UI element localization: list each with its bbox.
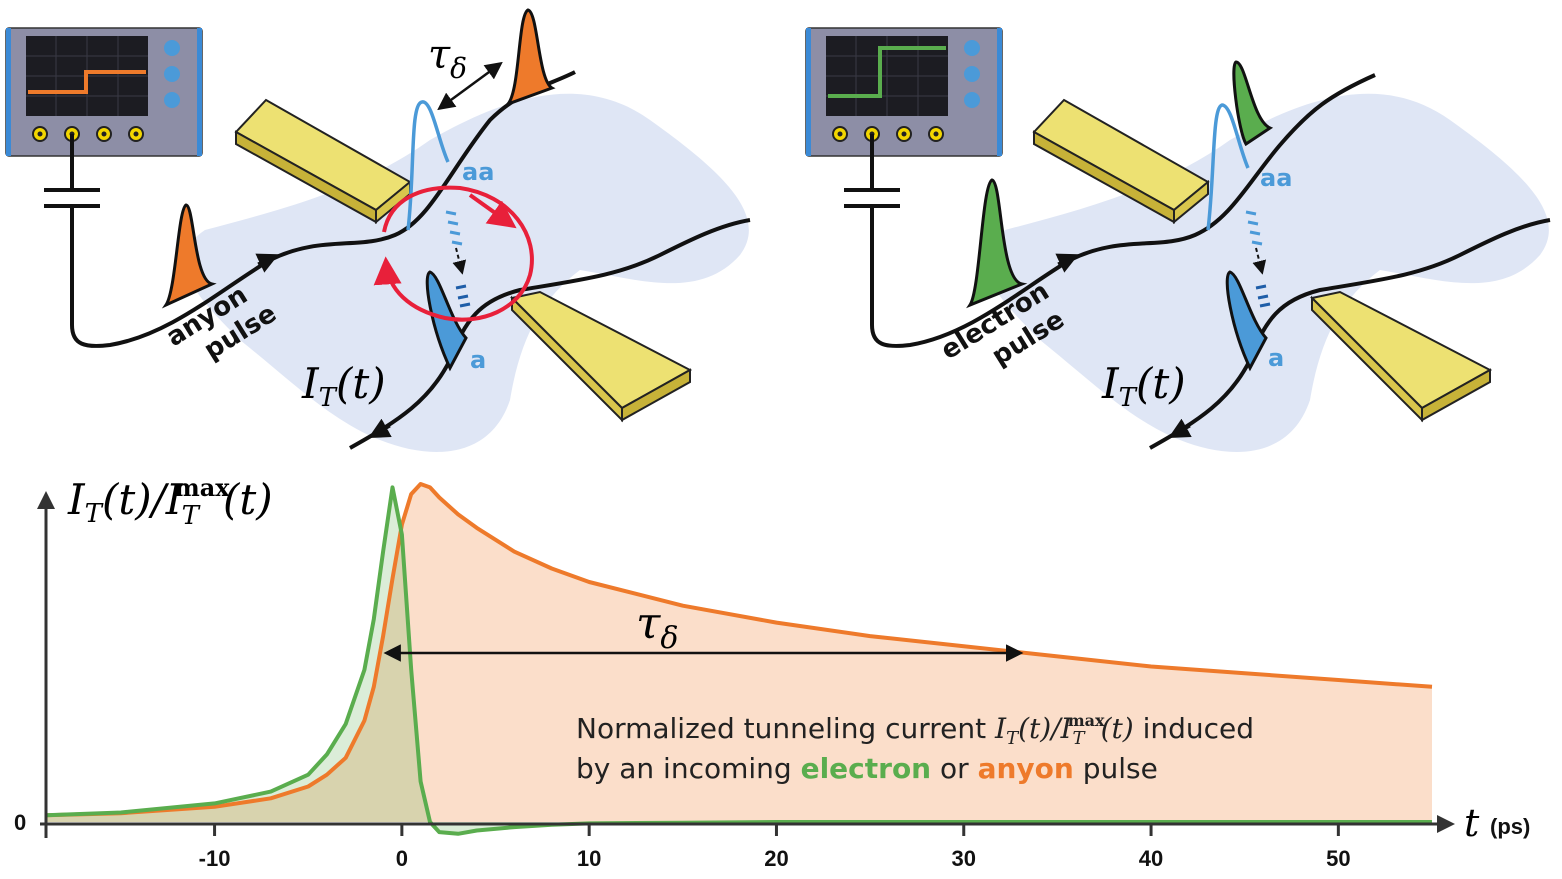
aa-label: aa [1260, 164, 1292, 192]
anyon-pulse [161, 203, 217, 309]
x-tick-label: 0 [396, 846, 408, 871]
x-tick-label: 20 [764, 846, 788, 871]
aa-label: aa [462, 158, 494, 186]
edge-channel-out [349, 218, 751, 450]
left-panel: τδ aa a anyon pulse IT(t) [5, 8, 751, 452]
transmitted-pulse [503, 8, 556, 108]
x-tick-label: 40 [1139, 846, 1163, 871]
tunneling-dashes [1245, 210, 1271, 308]
right-panel: aa a electron pulse IT(t) [805, 27, 1551, 452]
oscilloscope-icon [5, 27, 203, 157]
a-label: a [470, 346, 486, 374]
antiparticle-aa [406, 100, 450, 231]
antiparticle-a [1225, 270, 1268, 372]
edge-channel-in [70, 70, 576, 348]
caption-line-2: by an incoming electron or anyon pulse [576, 752, 1158, 785]
electron-pulse [966, 178, 1028, 309]
current-label: IT(t) [301, 359, 386, 413]
antiparticle-aa [1206, 103, 1250, 231]
x-axis-unit: (ps) [1490, 814, 1530, 839]
gate-electrode-icon [1309, 290, 1493, 423]
gate-electrode-icon [1032, 98, 1210, 225]
x-tick-label: -10 [199, 846, 231, 871]
sample-blob [185, 93, 749, 452]
edge-channel-in [870, 73, 1376, 348]
gate-electrode-icon [234, 98, 412, 225]
x-tick-label: 30 [952, 846, 976, 871]
current-label: IT(t) [1101, 359, 1186, 413]
sample-blob [985, 93, 1549, 452]
braiding-loop [373, 185, 534, 322]
x-axis-label: t [1464, 801, 1480, 845]
y-tick-label: 0 [14, 810, 26, 835]
a-label: a [1268, 344, 1284, 372]
gate-electrode-icon [509, 290, 693, 423]
transmitted-pulse [1232, 60, 1274, 147]
oscilloscope-icon [805, 27, 1003, 157]
x-tick-label: 10 [577, 846, 601, 871]
tau-label: τδ [636, 598, 678, 656]
tunneling-dashes [445, 210, 471, 308]
edge-channel-out [1149, 218, 1551, 450]
x-tick-label: 50 [1326, 846, 1350, 871]
tau-label: τδ [428, 32, 467, 85]
